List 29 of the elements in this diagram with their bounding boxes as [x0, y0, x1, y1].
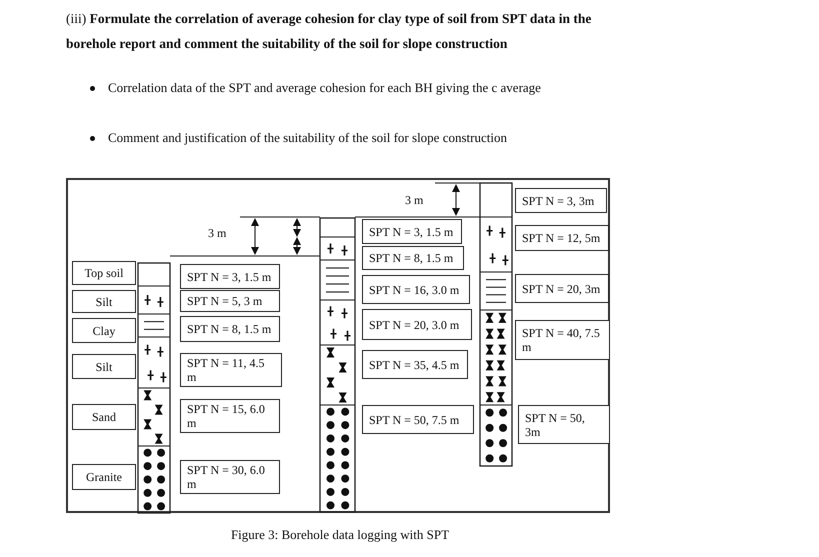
spt-result-box: SPT N = 20, 3.0 m: [362, 309, 472, 340]
dimension-label: 3 m: [405, 193, 424, 208]
spt-result-box: SPT N = 50, 3m: [518, 405, 610, 444]
spt-result-box: SPT N = 3, 3m: [515, 188, 607, 213]
bullet-text: Correlation data of the SPT and average cohesion for each BH giving the c average: [108, 80, 541, 96]
spt-result-box: SPT N = 3, 1.5 m: [180, 264, 280, 289]
spt-result-box: SPT N = 50, 7.5 m: [362, 405, 474, 434]
spt-result-box: SPT N = 3, 1.5 m: [362, 219, 462, 244]
soil-type-label: Silt: [72, 354, 136, 379]
question-heading: (iii) Formulate the correlation of average cohesion for clay type of soil from SPT data in the borehole report and comment the suitability of the soil for slope construction: [66, 10, 592, 53]
spt-result-box: SPT N = 16, 3.0 m: [362, 275, 470, 304]
spt-result-box: SPT N = 40, 7.5 m: [515, 320, 610, 360]
spt-result-box: SPT N = 15, 6.0 m: [180, 399, 280, 433]
spt-result-box: SPT N = 11, 4.5 m: [180, 353, 282, 387]
bullet-text: Comment and justification of the suitability of the soil for slope construction: [108, 130, 507, 146]
spt-result-box: SPT N = 35, 4.5 m: [362, 350, 468, 379]
spt-result-box: SPT N = 8, 1.5 m: [180, 316, 280, 342]
soil-type-label: Top soil: [72, 261, 136, 285]
dimension-label: 3 m: [208, 226, 226, 241]
soil-type-label: Sand: [72, 404, 136, 430]
soil-type-label: Granite: [72, 464, 136, 490]
spt-result-box: SPT N = 5, 3 m: [180, 290, 280, 312]
spt-result-box: SPT N = 20, 3m: [515, 274, 609, 303]
figure-caption: Figure 3: Borehole data logging with SPT: [230, 527, 450, 543]
spt-result-box: SPT N = 8, 1.5 m: [362, 246, 464, 270]
soil-type-label: Clay: [72, 318, 136, 343]
soil-type-label: Silt: [72, 290, 136, 313]
spt-result-box: SPT N = 12, 5m: [515, 225, 609, 251]
spt-result-box: SPT N = 30, 6.0 m: [180, 460, 280, 494]
